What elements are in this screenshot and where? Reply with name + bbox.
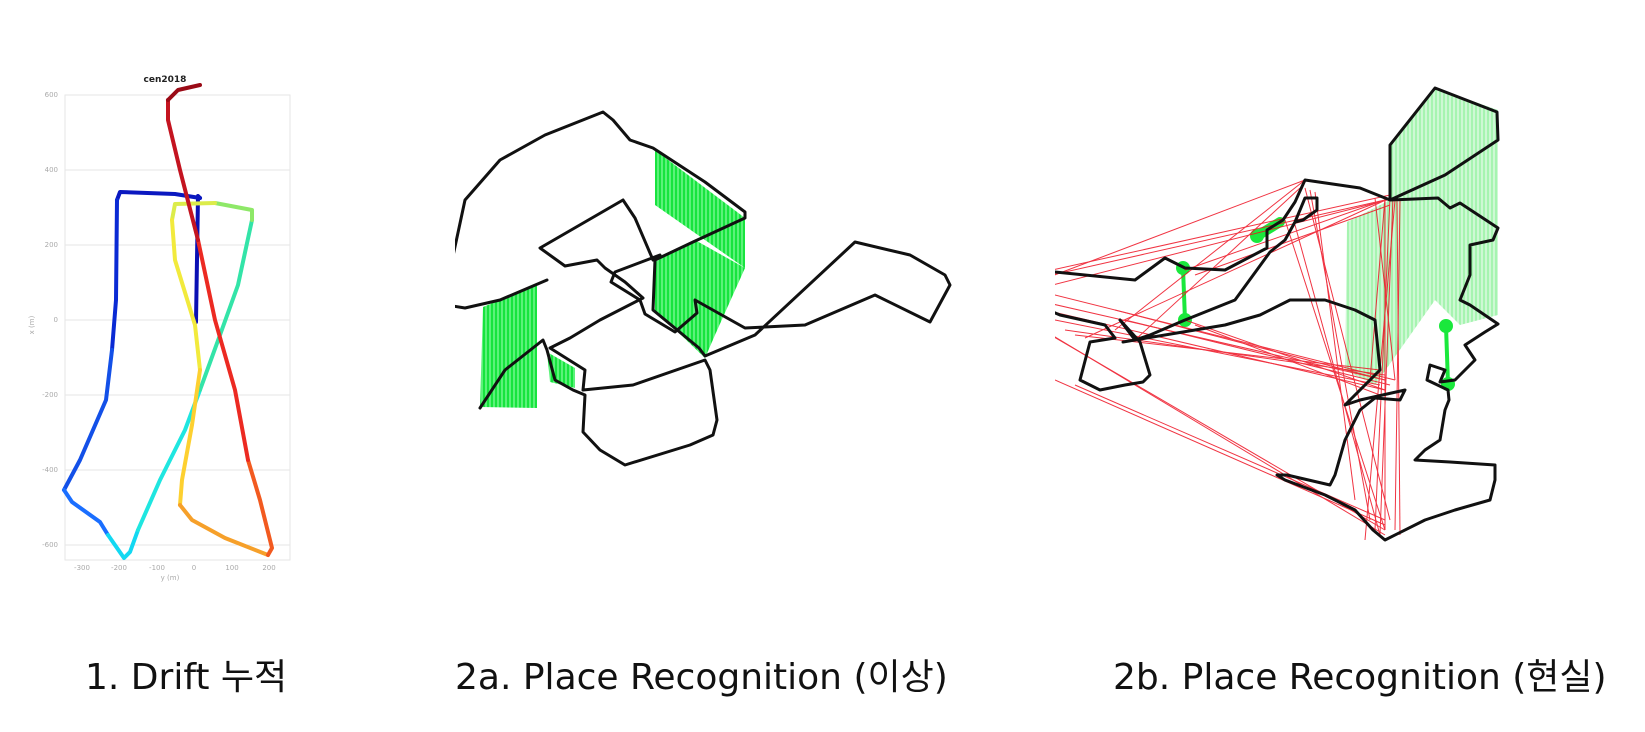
y-tick-label: 600 bbox=[45, 91, 58, 99]
y-tick-label: -600 bbox=[42, 541, 58, 549]
x-tick-label: -200 bbox=[111, 564, 127, 572]
drift-plot: cen2018 600 400 200 0 -200 -400 -600 x (… bbox=[28, 75, 291, 582]
y-tick-labels: 600 400 200 0 -200 -400 -600 bbox=[42, 91, 58, 549]
y-tick-label: 400 bbox=[45, 166, 58, 174]
x-tick-label: 100 bbox=[225, 564, 238, 572]
x-tick-label: 200 bbox=[262, 564, 275, 572]
drift-trajectory bbox=[62, 83, 274, 560]
trajectory-path bbox=[1055, 86, 1500, 542]
x-tick-label: 0 bbox=[192, 564, 196, 572]
x-tick-label: -300 bbox=[74, 564, 90, 572]
y-tick-label: 200 bbox=[45, 241, 58, 249]
y-axis-label: x (m) bbox=[28, 315, 36, 334]
plot-title: cen2018 bbox=[144, 75, 187, 85]
place-recognition-real bbox=[1055, 86, 1500, 542]
caption-ideal: 2a. Place Recognition (이상) bbox=[455, 657, 948, 698]
x-axis-label: y (m) bbox=[161, 574, 180, 582]
x-tick-label: -100 bbox=[149, 564, 165, 572]
y-tick-label: -200 bbox=[42, 391, 58, 399]
caption-real: 2b. Place Recognition (현실) bbox=[1113, 657, 1607, 698]
place-recognition-ideal bbox=[455, 110, 952, 467]
y-tick-label: 0 bbox=[54, 316, 58, 324]
x-tick-labels: -300 -200 -100 0 100 200 bbox=[74, 564, 276, 572]
y-tick-label: -400 bbox=[42, 466, 58, 474]
caption-drift: 1. Drift 누적 bbox=[85, 657, 288, 698]
trajectory-path bbox=[455, 110, 952, 467]
